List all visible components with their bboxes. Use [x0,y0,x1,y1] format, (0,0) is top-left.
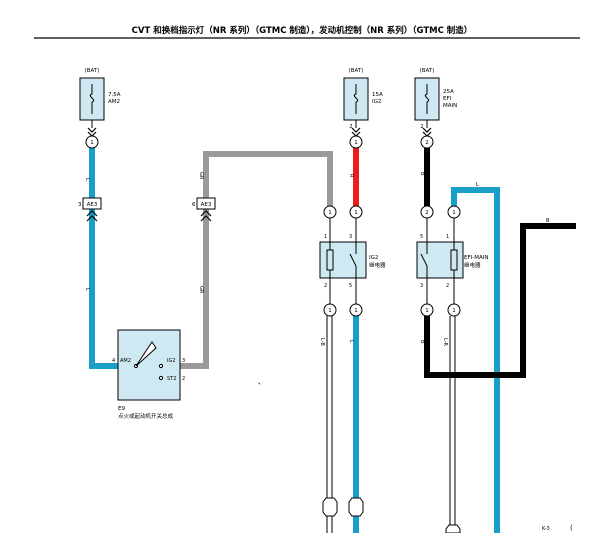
pin-label: 1 [354,308,358,314]
wire-label-blue-mid: L [84,288,90,291]
connector-ae3-left-icon [86,210,98,222]
fuse-efi-source: (BAT) [420,68,435,74]
relay-ig2: 1 3 2 5 IG2 继电器 [319,234,386,289]
switch-terminal-am2: AM2 [120,358,131,364]
connector-ae3-right-icon [200,210,212,222]
wire-label-efi-bottom-left: B [419,340,425,344]
pin-label: 1 [452,210,456,216]
pin-label: 1 [452,308,456,314]
pin-label: 2 [446,283,449,289]
relay-efi-main: 5 1 3 2 EFI-MAIN 继电器 [416,234,489,289]
corner-paren: ( [570,524,573,532]
pin-label: 1 [328,210,332,216]
relay-efi-name: EFI-MAIN [464,255,489,261]
fuse-efi-pin: 2 [425,140,429,146]
diagram-title: CVT 和换档指示灯（NR 系列）（GTMC 制造），发动机控制（NR 系列）（… [132,25,473,36]
relay-efi-pins: 2 1 1 1 [420,205,461,317]
bottom-connector-ig2-right [348,497,364,517]
bottom-connector-ig2-left [322,497,338,517]
fuse-am2-rating: 7.5A [108,92,121,98]
pin-label: 1 [328,308,332,314]
pin-label: 3 [182,358,185,364]
pin-label: 2 [324,283,327,289]
relay-ig2-coil-icon [326,242,357,278]
pin-label: 1 [446,234,449,240]
pin-label: 1 [425,308,429,314]
wire-label-ig2-bottom-right: L [348,340,354,343]
switch-terminal-st2: ST2 [167,376,176,382]
wire-label-efi-top-right: L [476,182,479,188]
fuse-efi-rating: 25A [443,89,454,95]
fuse-am2-icon [89,84,95,114]
fuse-ig2: (BAT) 15A IG2 2 1 [343,68,383,149]
tick-mark: 、 [258,378,265,386]
relay-ig2-pins: 1 1 1 1 [323,205,363,317]
switch-contact-icon [133,341,164,381]
fuse-efi-name2: MAIN [443,103,457,109]
fuse-ig2-pin: 1 [354,140,358,146]
fuse-am2: (BAT) 7.5A AM2 1 [79,68,121,149]
fuse-efi-pin-top: 2 [420,124,423,130]
wire-thin-efi-right [449,316,456,525]
connector-ae3-left-pin: 3 [78,202,82,208]
fuse-ig2-pin-top: 2 [349,124,352,130]
relay-ig2-name: IG2 [369,255,378,261]
connector-ae3-left: 3 AE3 [78,197,102,222]
fuse-efi-name: EFI [443,96,452,102]
wire-label-gray-top: GR [198,172,204,180]
fuse-ig2-name: IG2 [372,99,381,105]
fuse-am2-pin: 1 [90,140,94,146]
fuse-efi-icon [424,84,430,114]
pin-label: 1 [354,210,358,216]
fuse-ig2-rating: 15A [372,92,383,98]
connector-ae3-right-id: AE3 [201,202,212,208]
pin-label: 5 [420,234,423,240]
wire-thin-ig2-left [326,316,333,500]
wire-label-right-black: B [546,218,550,224]
pin-label: 1 [324,234,327,240]
switch-ref: E9 [118,406,125,412]
relay-efi-desc: 继电器 [464,261,481,269]
wire-label-gray-mid: GR [198,286,204,294]
wire-label-blue-top: L [84,178,90,181]
fuse-ig2-source: (BAT) [349,68,364,74]
wire-gray-ig2 [180,151,333,369]
wire-labels: L L GR GR R L-B L B L B L-R B [84,172,550,347]
pin-label: 3 [349,234,352,240]
wire-label-ig2-bottom-left: L-B [319,338,325,346]
wire-blue-efi-in [451,187,500,533]
fuse-am2-source: (BAT) [85,68,100,74]
corner-note: K-3 [542,526,550,532]
switch-terminal-ig2: IG2 [167,358,176,364]
bottom-connector-efi [445,524,461,533]
wire-label-efi-bottom-right: L-R [442,338,448,347]
relay-efi-coil-icon [420,242,458,278]
fuse-am2-name: AM2 [108,99,120,105]
wire-label-red: R [348,174,354,178]
connector-ae3-left-id: AE3 [87,202,98,208]
connector-ae3-right: 6 AE3 [192,197,216,222]
wire-label-efi-top-left: B [419,172,425,176]
pin-label: 5 [349,283,352,289]
wire-thin-ig2-right-bottom [326,516,333,533]
fuse-ig2-icon [353,84,359,114]
connector-ae3-right-pin: 6 [192,202,196,208]
ignition-switch-e9: 4 AM2 IG2 ST2 3 2 E9 点火或起动机开关总成 [112,329,185,420]
pin-label: 4 [112,358,115,364]
fuse-efi-main: (BAT) 25A EFI MAIN 2 2 [414,68,457,149]
wire-black-efi-out [424,223,576,378]
wire-blue-am2 [89,148,120,369]
switch-desc: 点火或起动机开关总成 [118,412,174,420]
pin-label: 2 [425,210,429,216]
pin-label: 3 [420,283,423,289]
relay-stubs [329,218,455,304]
pin-label: 2 [182,376,185,382]
relay-ig2-desc: 继电器 [369,261,386,269]
